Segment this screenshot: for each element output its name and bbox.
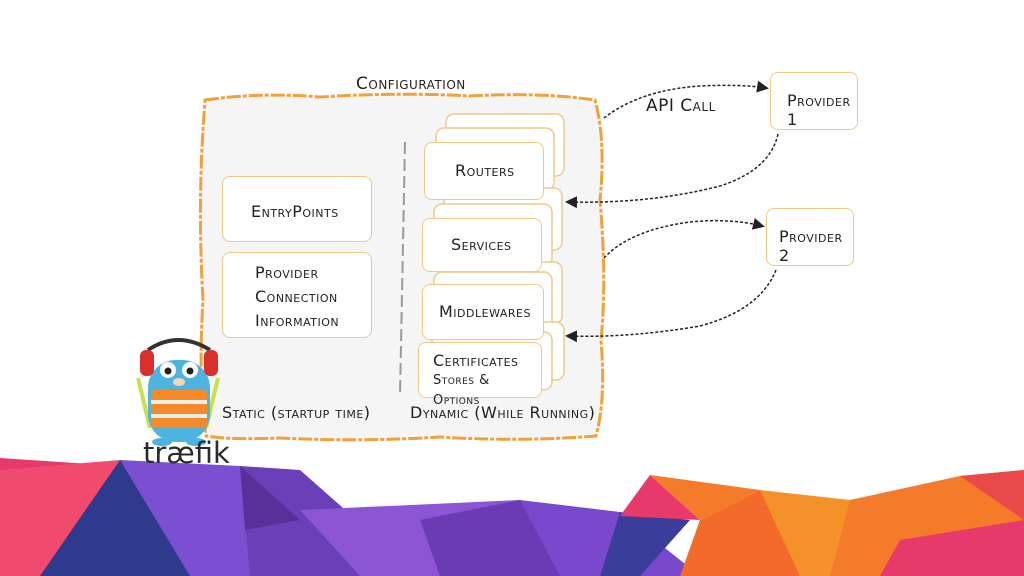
provider1-label: Provider 1 bbox=[787, 91, 851, 129]
static-footer-label: Static (startup time) bbox=[222, 403, 371, 422]
static-dynamic-divider bbox=[399, 141, 406, 396]
middlewares-box: Middlewares bbox=[422, 284, 544, 340]
api-call-label: API Call bbox=[646, 96, 716, 116]
provider2-call-arrow bbox=[603, 217, 765, 259]
dynamic-footer-label: Dynamic (While Running) bbox=[410, 403, 596, 422]
traefik-wordmark: træfik bbox=[143, 436, 230, 470]
provider2-box: Provider 2 bbox=[766, 208, 854, 266]
certificates-box: Certificates Stores & Options bbox=[418, 342, 542, 408]
api-call-arrow bbox=[603, 80, 769, 119]
provider2-return-arrow bbox=[565, 269, 777, 343]
provider-connection-label: Provider Connection Information bbox=[255, 263, 340, 330]
middlewares-label: Middlewares bbox=[439, 302, 531, 321]
certificates-sub-label: Stores & Options bbox=[433, 373, 490, 408]
provider2-label: Provider 2 bbox=[779, 227, 843, 265]
configuration-title: Configuration bbox=[356, 74, 466, 94]
routers-box: Routers bbox=[424, 142, 544, 200]
entrypoints-label: EntryPoints bbox=[251, 202, 339, 221]
traefik-gopher-mascot bbox=[136, 338, 220, 446]
services-label: Services bbox=[451, 235, 512, 254]
routers-label: Routers bbox=[455, 161, 515, 180]
provider-connection-box: Provider Connection Information bbox=[222, 252, 372, 338]
provider1-box: Provider 1 bbox=[770, 72, 858, 130]
provider1-return-arrow bbox=[565, 133, 779, 209]
services-box: Services bbox=[422, 218, 542, 272]
entrypoints-box: EntryPoints bbox=[222, 176, 372, 242]
certificates-label: Certificates bbox=[433, 351, 519, 370]
